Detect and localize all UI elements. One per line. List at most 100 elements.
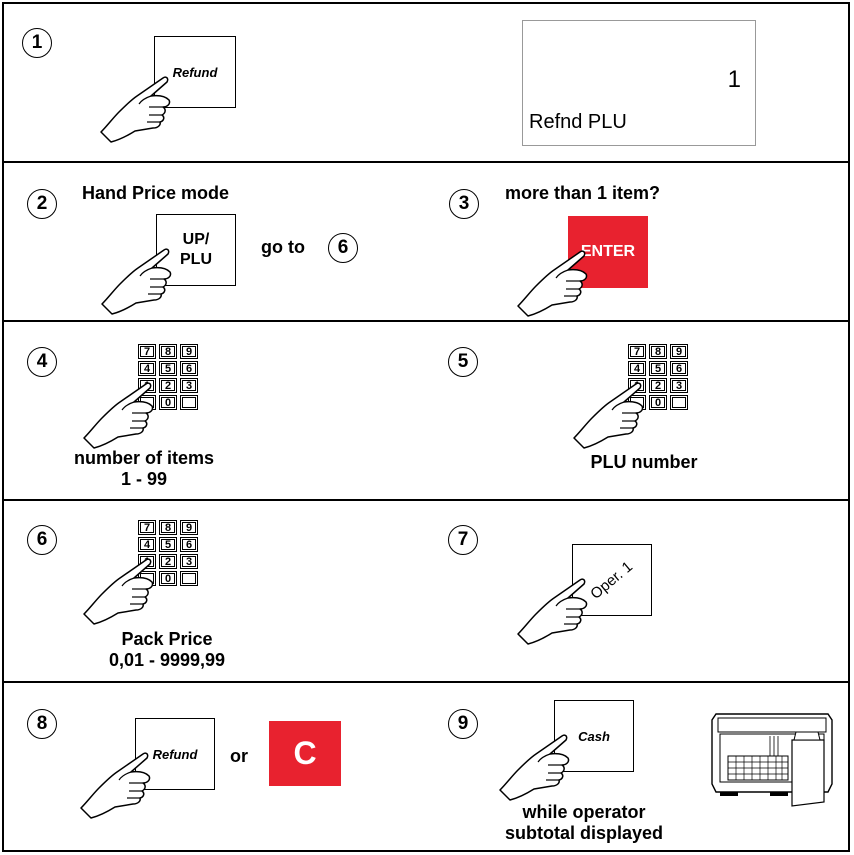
pointing-hand-icon [573, 382, 644, 449]
keypad-key-7[interactable]: 7 [628, 344, 646, 359]
cash-key-label: Cash [578, 728, 610, 744]
keypad-key-label: 5 [654, 362, 662, 375]
keypad-key-label: 5 [164, 362, 172, 375]
keypad-key-label: 4 [143, 362, 151, 375]
goto-step-number: 6 [328, 233, 358, 263]
keypad-key-9[interactable]: 9 [180, 344, 198, 359]
pointing-hand-icon [80, 752, 151, 819]
keypad-key-7[interactable]: 7 [138, 520, 156, 535]
keypad-key-blank[interactable] [670, 395, 688, 410]
keypad-key-2[interactable]: 2 [159, 378, 177, 393]
step-9-caption-line1: while operator [522, 802, 646, 822]
keypad-key-label: 8 [164, 521, 172, 534]
keypad-key-blank[interactable] [180, 395, 198, 410]
keypad-key-5[interactable]: 5 [649, 361, 667, 376]
keypad-key-4[interactable]: 4 [628, 361, 646, 376]
keypad-key-3[interactable]: 3 [670, 378, 688, 393]
up-plu-key[interactable]: UP/ PLU [156, 214, 236, 286]
keypad-key-label: 0 [654, 396, 662, 409]
step-3-title: more than 1 item? [505, 183, 661, 203]
up-plu-key-line2: PLU [180, 251, 212, 268]
row-divider [4, 681, 848, 683]
keypad-key-4[interactable]: 4 [138, 361, 156, 376]
refund-key-label: Refund [152, 746, 198, 762]
step-6-caption-line2: 0,01 - 9999,99 [108, 650, 226, 670]
display-value: 1 [727, 66, 741, 93]
keypad-key-3[interactable]: 3 [180, 554, 198, 569]
keypad-key-label: 6 [675, 362, 683, 375]
keypad-key-7[interactable]: 7 [138, 344, 156, 359]
keypad-key-9[interactable]: 9 [670, 344, 688, 359]
keypad-key-8[interactable]: 8 [159, 520, 177, 535]
keypad-key-0[interactable]: 0 [159, 571, 177, 586]
step-5-caption: PLU number [590, 452, 698, 472]
keypad-key-label: 7 [633, 345, 641, 358]
operator-1-key-label: Oper. 1 [587, 557, 637, 603]
up-plu-key-line1: UP/ [182, 231, 210, 248]
keypad-key-0[interactable]: 0 [159, 395, 177, 410]
keypad-key-6[interactable]: 6 [180, 537, 198, 552]
pointing-hand-icon [101, 248, 172, 315]
keypad-key-label: 3 [675, 379, 683, 392]
refund-key-label: Refund [172, 64, 218, 80]
keypad-key-2[interactable]: 2 [649, 378, 667, 393]
keypad-key-label: 6 [185, 538, 193, 551]
pointing-hand-icon [83, 382, 154, 449]
keypad-key-label: 3 [185, 555, 193, 568]
keypad-key-5[interactable]: 5 [159, 361, 177, 376]
step-number-5: 5 [448, 347, 478, 377]
keypad-key-label: 2 [164, 379, 172, 392]
keypad-key-3[interactable]: 3 [180, 378, 198, 393]
keypad-key-label: 0 [164, 572, 172, 585]
keypad-key-label: 8 [654, 345, 662, 358]
keypad-key-6[interactable]: 6 [180, 361, 198, 376]
step-number-8: 8 [27, 709, 57, 739]
pointing-hand-icon [517, 250, 588, 317]
clear-key[interactable]: C [269, 721, 341, 786]
keypad-key-label: 6 [185, 362, 193, 375]
step-9-caption: while operator subtotal displayed [464, 802, 704, 844]
pointing-hand-icon [83, 558, 154, 625]
keypad-key-5[interactable]: 5 [159, 537, 177, 552]
pointing-hand-icon [517, 578, 588, 645]
keypad-key-label: 9 [675, 345, 683, 358]
scale-printer-icon [711, 713, 833, 807]
refund-key[interactable]: Refund [154, 36, 236, 108]
pointing-hand-icon [100, 76, 171, 143]
keypad-key-0[interactable]: 0 [649, 395, 667, 410]
step-number-7: 7 [448, 525, 478, 555]
row-divider [4, 499, 848, 501]
step-number-9: 9 [448, 709, 478, 739]
keypad-key-label: 2 [164, 555, 172, 568]
step-number-3: 3 [449, 189, 479, 219]
keypad-key-label: 7 [143, 521, 151, 534]
pointing-hand-icon [499, 734, 570, 801]
step-number-1: 1 [22, 28, 52, 58]
keypad-key-8[interactable]: 8 [159, 344, 177, 359]
step-2-title: Hand Price mode [82, 183, 230, 203]
keypad-key-label: 3 [185, 379, 193, 392]
keypad-key-label: 2 [654, 379, 662, 392]
step-9-caption-line2: subtotal displayed [504, 823, 664, 843]
keypad-key-label: 7 [143, 345, 151, 358]
keypad-key-2[interactable]: 2 [159, 554, 177, 569]
keypad-key-label: 9 [185, 345, 193, 358]
step-number-4: 4 [27, 347, 57, 377]
keypad-key-label: 4 [633, 362, 641, 375]
keypad-key-label: 0 [164, 396, 172, 409]
keypad-key-8[interactable]: 8 [649, 344, 667, 359]
keypad-key-label: 5 [164, 538, 172, 551]
keypad-key-6[interactable]: 6 [670, 361, 688, 376]
step-4-caption: number of items 1 - 99 [24, 448, 264, 490]
keypad-key-9[interactable]: 9 [180, 520, 198, 535]
keypad-key-4[interactable]: 4 [138, 537, 156, 552]
step-number-2: 2 [27, 189, 57, 219]
row-divider [4, 320, 848, 322]
row-divider [4, 161, 848, 163]
keypad-key-label: 9 [185, 521, 193, 534]
display-text: Refnd PLU [529, 111, 627, 133]
keypad-key-blank[interactable] [180, 571, 198, 586]
scale-display: 1 Refnd PLU [522, 20, 756, 146]
or-text: or [230, 746, 248, 766]
